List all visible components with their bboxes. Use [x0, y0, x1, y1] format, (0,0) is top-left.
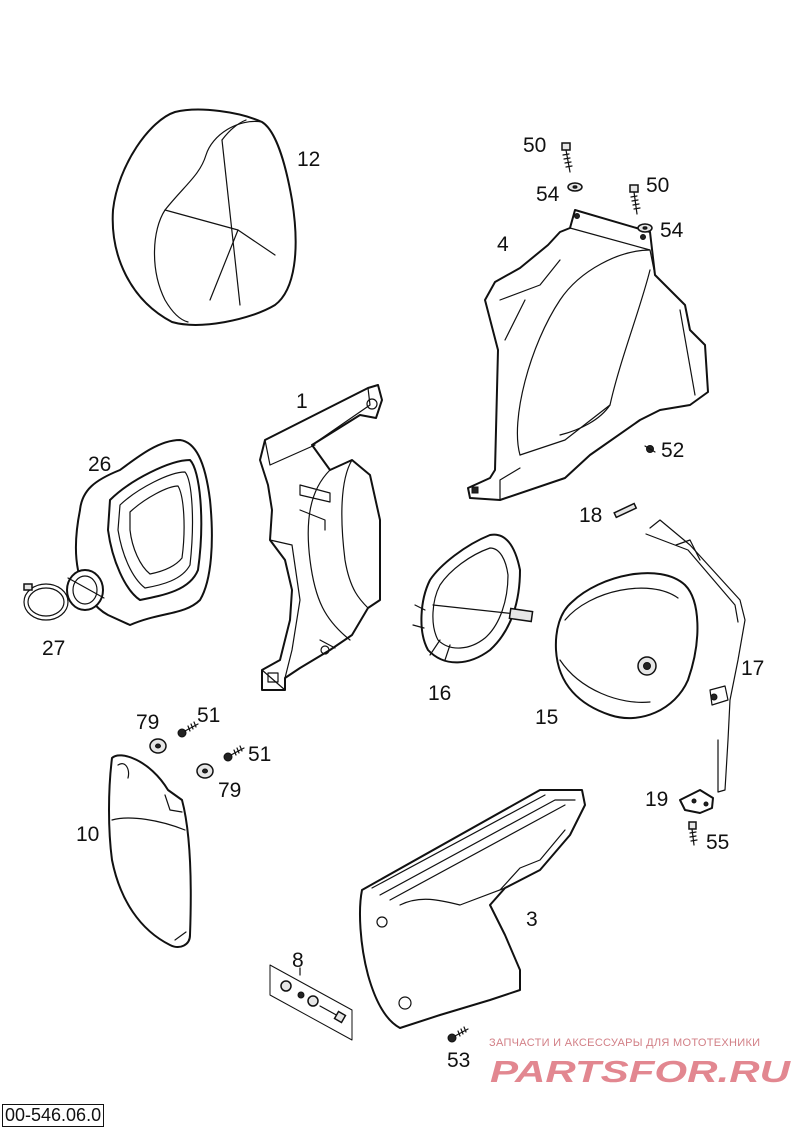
label-part-18: 18 [579, 504, 603, 527]
label-part-16: 16 [428, 682, 452, 705]
part-17-wire-retainer [645, 519, 746, 793]
screw-55 [688, 821, 698, 846]
label-part-12: 12 [297, 148, 321, 171]
label-part-19: 19 [645, 788, 669, 811]
label-part-51-b: 51 [248, 743, 272, 766]
grommet-79-a [149, 738, 167, 754]
label-part-1: 1 [296, 390, 308, 413]
part-26-filter-boot [66, 439, 213, 626]
label-part-4: 4 [497, 233, 509, 256]
part-12-cover [111, 108, 297, 326]
label-part-26: 26 [88, 453, 112, 476]
part-16-filter-cage [412, 533, 534, 664]
label-part-54-a: 54 [536, 183, 560, 206]
watermark-tagline: ЗАПЧАСТИ И АКСЕССУАРЫ ДЛЯ МОТОТЕХНИКИ [489, 1037, 761, 1049]
bolt-50-a [561, 142, 573, 173]
label-part-27: 27 [42, 637, 66, 660]
part-18-pin [613, 502, 638, 519]
part-27-hose-clamp [23, 583, 69, 621]
bolt-50-b [629, 184, 641, 215]
label-part-10: 10 [76, 823, 100, 846]
watermark-logo: PARTSFOR.RU [490, 1054, 792, 1089]
screw-53 [447, 1026, 469, 1043]
grommet-79-b [196, 763, 214, 779]
label-part-55: 55 [706, 831, 730, 854]
screw-51-a [177, 721, 199, 738]
screw-51-b [223, 745, 245, 762]
label-part-50-a: 50 [523, 134, 547, 157]
label-part-8: 8 [292, 949, 304, 972]
label-part-53: 53 [447, 1049, 471, 1072]
screw-52 [644, 445, 656, 453]
part-8-hardware-kit [269, 964, 353, 1041]
part-15-air-filter [554, 572, 699, 720]
label-part-54-b: 54 [660, 219, 684, 242]
label-part-52: 52 [661, 439, 685, 462]
part-4-airbox [467, 209, 709, 501]
diagram-code-label: 00-546.06.0 [2, 1104, 105, 1127]
label-part-17: 17 [741, 657, 765, 680]
label-part-79-b: 79 [218, 779, 242, 802]
washer-54-a [567, 182, 583, 192]
label-part-3: 3 [526, 908, 538, 931]
part-10-side-panel [108, 754, 192, 948]
part-1-housing-frame [259, 384, 383, 691]
svg-text:PARTSFOR.RU: PARTSFOR.RU [490, 1054, 792, 1089]
label-part-51-a: 51 [197, 704, 221, 727]
part-3-side-panel [359, 789, 586, 1029]
label-part-79-a: 79 [136, 711, 160, 734]
label-part-50-b: 50 [646, 174, 670, 197]
label-part-15: 15 [535, 706, 559, 729]
washer-54-b [637, 223, 653, 233]
part-19-bracket [679, 789, 714, 814]
